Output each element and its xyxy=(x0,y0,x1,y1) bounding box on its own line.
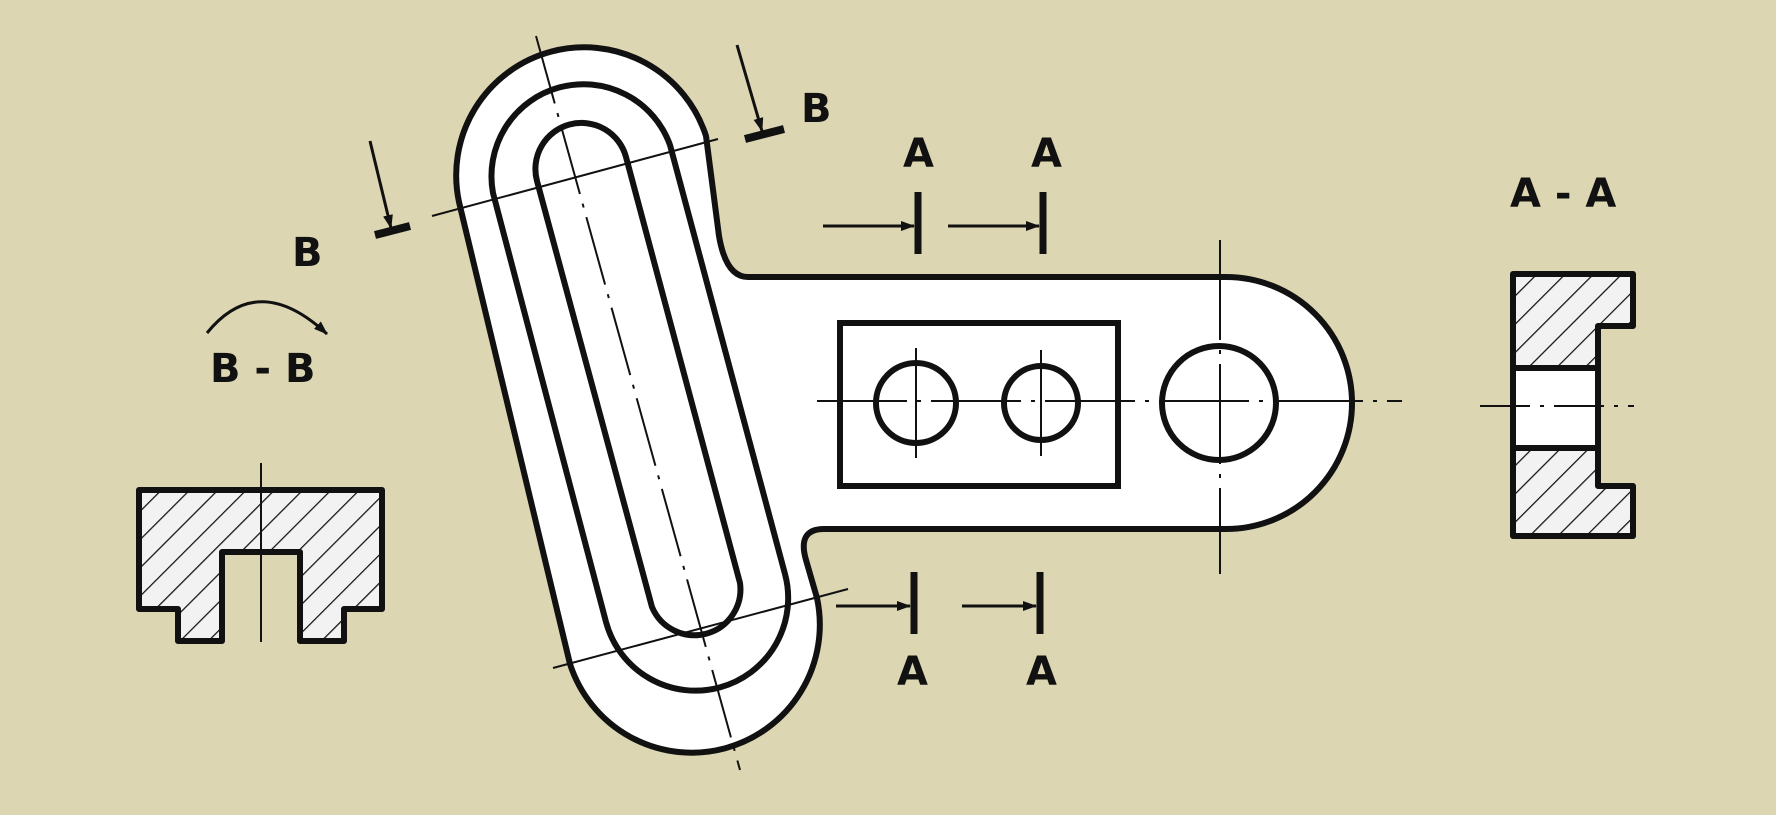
cut-a-top-label-2: A xyxy=(1031,131,1062,177)
rotation-arrow-icon xyxy=(205,300,329,336)
section-a-a-lower-profile xyxy=(1510,445,1636,539)
cutting-plane-b: B B xyxy=(292,44,832,276)
section-b-b-title: B - B xyxy=(210,346,315,392)
cut-b-left-arrow xyxy=(368,140,393,229)
slot-outer-outline xyxy=(488,81,792,694)
slot-top-end-centerline xyxy=(431,138,719,217)
cut-a-bottom-label-1: A xyxy=(897,649,928,695)
section-b-b-profile xyxy=(136,487,385,644)
cut-a-top-label-1: A xyxy=(903,131,934,177)
cut-b-top-arrow xyxy=(735,44,764,132)
section-a-a-title: A - A xyxy=(1510,171,1616,217)
section-a-a-upper-profile xyxy=(1510,271,1636,371)
section-a-a: A - A xyxy=(1480,171,1636,539)
section-b-b: B - B xyxy=(136,300,385,644)
slot-bottom-end-centerline xyxy=(552,588,849,669)
cut-b-left-mark xyxy=(374,222,411,239)
cut-b-left-label: B xyxy=(292,230,323,276)
slot-centerline xyxy=(535,35,741,771)
section-a-a-bore xyxy=(1510,365,1601,451)
cut-b-top-mark xyxy=(744,125,785,143)
cutting-plane-a: A A A A xyxy=(823,131,1062,695)
main-part-view xyxy=(431,35,1402,771)
cut-b-top-label: B xyxy=(801,86,832,132)
cut-a-bottom-label-2: A xyxy=(1026,649,1057,695)
